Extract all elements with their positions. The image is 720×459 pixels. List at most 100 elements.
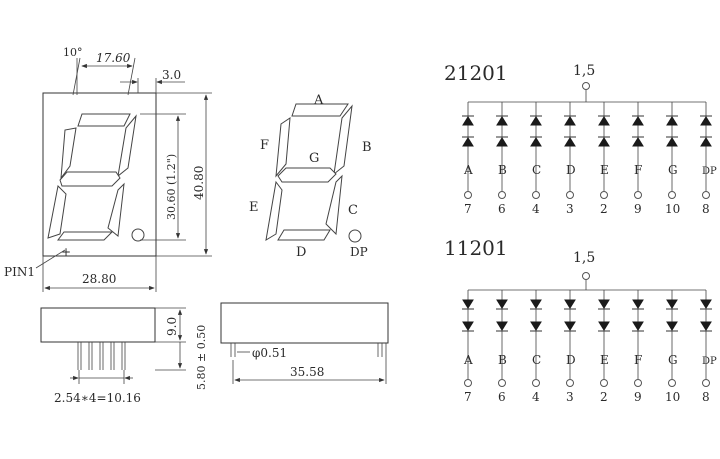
led-diode-icon — [462, 137, 474, 147]
led-diode-icon — [496, 137, 508, 147]
led-diode-icon — [530, 116, 542, 126]
pin-number: 2 — [600, 202, 608, 216]
circuit-branch-b: B6 — [496, 102, 508, 216]
pin-connector — [634, 379, 642, 387]
led-diode-icon — [632, 299, 644, 309]
pin-connector — [668, 191, 676, 199]
circuit-21201-common-pins: 1,5 — [573, 63, 595, 79]
led-diode-icon — [598, 321, 610, 331]
led-diode-icon — [700, 137, 712, 147]
segment-label-b: B — [362, 140, 372, 155]
segment-name: A — [463, 163, 473, 177]
pin-connector — [600, 191, 608, 199]
led-diode-icon — [462, 321, 474, 331]
pin-number: 9 — [634, 202, 642, 216]
pin-connector — [498, 379, 506, 387]
circuit-branch-g: G 10 — [665, 102, 680, 216]
circuit-branch-c: C4 — [530, 102, 542, 216]
circuit-branch-c: C4 — [530, 290, 542, 404]
pin-number: 9 — [634, 390, 642, 404]
dim-angle: 10° — [63, 46, 83, 59]
pin-number: 3 — [566, 390, 574, 404]
pin-connector — [464, 379, 472, 387]
pin-number: 3 — [566, 202, 574, 216]
segment-label-c: C — [348, 203, 358, 218]
pin-number: 10 — [665, 390, 680, 404]
circuit-21201-part-number: 21201 — [444, 61, 508, 85]
led-diode-icon — [530, 321, 542, 331]
led-diode-icon — [700, 116, 712, 126]
pin-connector — [702, 379, 710, 387]
circuit-branch-f: F9 — [632, 290, 644, 404]
dim-pin-diameter: φ0.51 — [252, 346, 287, 360]
led-diode-icon — [496, 299, 508, 309]
pin-number: 7 — [464, 390, 472, 404]
led-diode-icon — [530, 299, 542, 309]
pin-number: 6 — [498, 202, 506, 216]
led-diode-icon — [496, 321, 508, 331]
led-diode-icon — [598, 299, 610, 309]
pin-connector — [600, 379, 608, 387]
common-pin — [582, 82, 590, 90]
circuit-branch-dp: DP8 — [700, 102, 717, 216]
pin1-marker: + — [61, 245, 71, 259]
circuit-branch-b: B6 — [496, 290, 508, 404]
led-diode-icon — [666, 116, 678, 126]
led-diode-icon — [564, 321, 576, 331]
segment-name: G — [668, 353, 678, 367]
led-diode-icon — [564, 137, 576, 147]
segment-name: C — [532, 353, 541, 367]
led-diode-icon — [700, 321, 712, 331]
circuit-branch-d: D3 — [564, 102, 576, 216]
segment-name: DP — [702, 356, 717, 367]
side-body-outline — [220, 302, 389, 344]
side-view: φ0.51 35.58 — [220, 302, 389, 384]
segment-digit — [265, 103, 362, 243]
segment-name: D — [566, 163, 576, 177]
segment-label-a: A — [313, 93, 324, 108]
pin-number: 10 — [665, 202, 680, 216]
segment-label-d: D — [296, 245, 306, 260]
pin-connector — [566, 379, 574, 387]
bottom-view: 2.54∗4=10.16 9.0 5.80 ± 0.50 — [40, 307, 208, 405]
led-diode-icon — [666, 137, 678, 147]
segment-name: E — [600, 163, 609, 177]
segment-label-f: F — [260, 138, 269, 153]
segment-label-e: E — [249, 200, 259, 215]
front-view: 10° 17.60 3.0 30.60 (1.2") 40.80 + PIN1 … — [4, 46, 212, 292]
dim-side-length: 35.58 — [290, 365, 324, 379]
pin1-label: PIN1 — [4, 265, 35, 279]
segment-name: G — [668, 163, 678, 177]
segment-name: B — [498, 353, 507, 367]
circuit-branch-e: E2 — [598, 102, 610, 216]
pin-connector — [702, 191, 710, 199]
dim-offset: 3.0 — [162, 68, 181, 82]
dim-body-height: 9.0 — [165, 317, 179, 336]
led-diode-icon — [462, 299, 474, 309]
led-diode-icon — [700, 299, 712, 309]
common-pin — [582, 272, 590, 280]
led-diode-icon — [530, 137, 542, 147]
circuit-branch-f: F9 — [632, 102, 644, 216]
segment-label-g: G — [309, 151, 319, 166]
dim-digit-height: 30.60 (1.2") — [165, 154, 178, 220]
circuit-branch-a: A7 — [462, 290, 474, 404]
circuit-branch-d: D3 — [564, 290, 576, 404]
led-diode-icon — [598, 137, 610, 147]
circuit-branch-g: G 10 — [665, 290, 680, 404]
segment-name: C — [532, 163, 541, 177]
pin-number: 2 — [600, 390, 608, 404]
pin-connector — [532, 191, 540, 199]
circuit-branch-e: E2 — [598, 290, 610, 404]
led-diode-icon — [496, 116, 508, 126]
circuit-branch-a: A7 — [462, 102, 474, 216]
bottom-body-outline — [40, 307, 156, 343]
dim-total-height: 40.80 — [192, 166, 206, 200]
pin-connector — [498, 191, 506, 199]
pin-number: 8 — [702, 390, 710, 404]
circuit-branch-dp: DP 8 — [700, 290, 717, 404]
